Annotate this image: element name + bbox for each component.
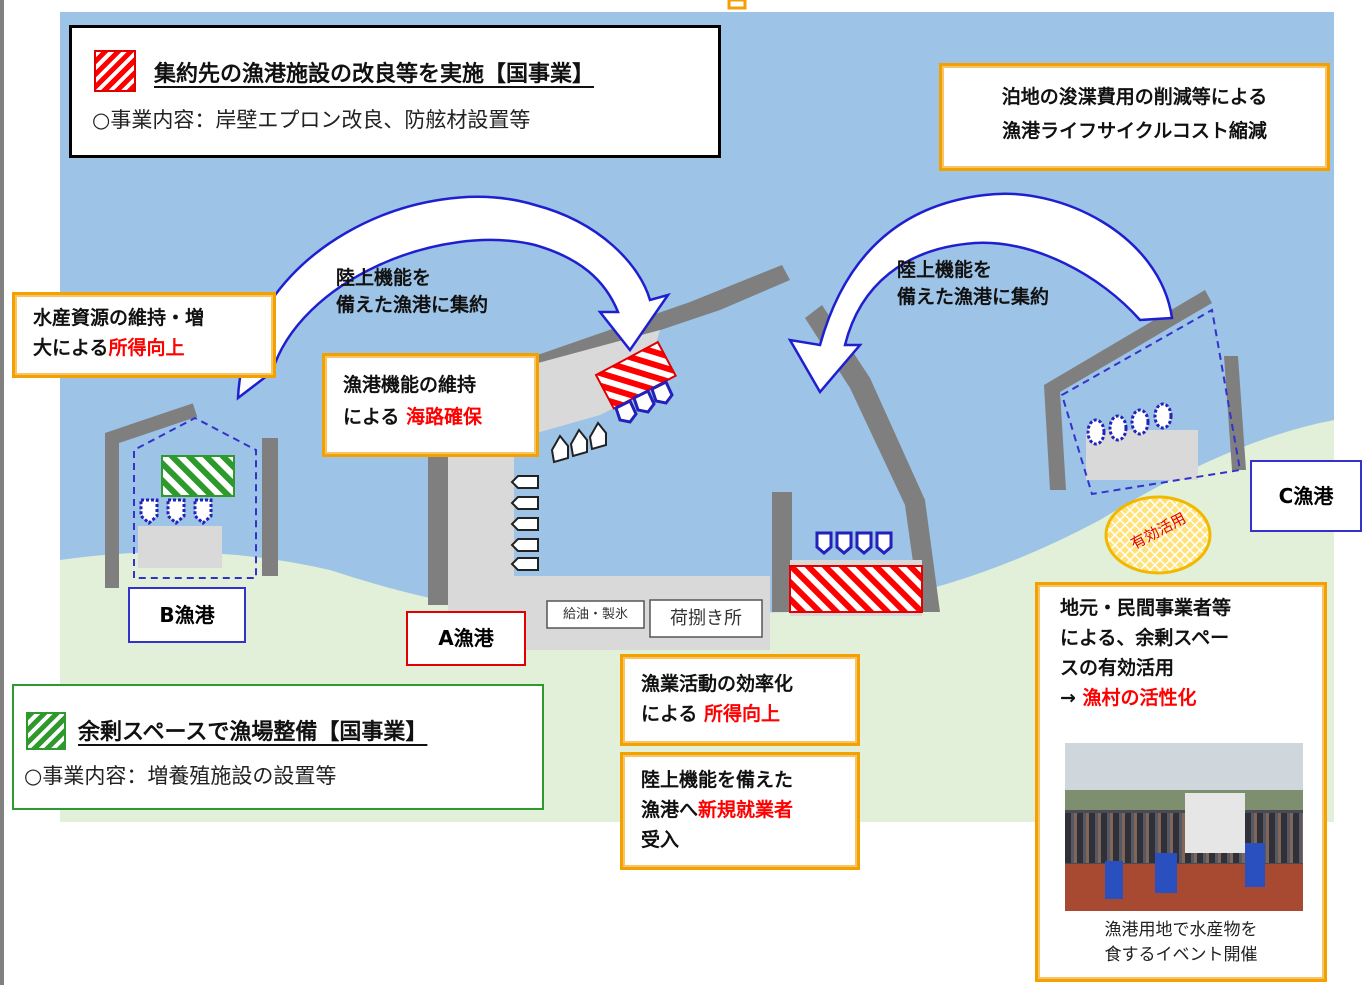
- legend-red-box: 集約先の漁港施設の改良等を実施【国事業】 ○事業内容：岸壁エプロン改良、防舷材設…: [69, 25, 721, 158]
- handling-label: 荷捌き所: [670, 608, 742, 629]
- arrow-right-label: 陸上機能を 備えた漁港に集約: [897, 257, 1049, 311]
- sea-route-line1: 漁港機能の維持: [343, 374, 477, 396]
- lifecycle-line2: 漁港ライフサイクルコスト縮減: [1002, 120, 1267, 142]
- red-hatch-swatch: [94, 50, 136, 92]
- fishery-resources-line2a: 大による: [33, 337, 109, 359]
- efficiency-line2a: による: [641, 703, 705, 725]
- green-hatch-swatch: [26, 712, 66, 750]
- c-port-breakwater: [1044, 290, 1212, 490]
- event-caption-line2: 食するイベント開催: [1104, 945, 1258, 965]
- newcomers-line1: 陸上機能を備えた: [641, 769, 794, 791]
- effective-use-area: [1104, 495, 1212, 575]
- fishery-resources-box: 水産資源の維持・増 大による所得向上: [12, 292, 276, 378]
- b-port-quay: [138, 526, 222, 568]
- legend-red-detail: ○事業内容：岸壁エプロン改良、防舷材設置等: [92, 108, 531, 132]
- arrow-left-line1: 陸上機能を: [336, 267, 432, 289]
- local-use-line4a: →: [1060, 687, 1083, 709]
- local-use-line1: 地元・民間事業者等: [1060, 597, 1232, 619]
- port-b-label: B漁港: [128, 587, 246, 643]
- newcomers-line2a: 漁港へ: [641, 799, 699, 821]
- port-c-label: C漁港: [1250, 460, 1362, 532]
- local-use-line4b: 漁村の活性化: [1082, 687, 1197, 709]
- a-port-boats-east: [815, 531, 893, 555]
- newcomers-line3: 受入: [641, 829, 680, 851]
- c-port-quay: [1086, 430, 1198, 480]
- a-port-west-breakwater: [428, 455, 448, 605]
- a-port-east-breakwater: [805, 305, 940, 612]
- b-port-breakwater: [105, 403, 198, 588]
- a-port-quay: [448, 440, 770, 650]
- fuel-ice-building: [546, 600, 645, 629]
- event-caption-line1: 漁港用地で水産物を: [1104, 920, 1258, 940]
- efficiency-line1: 漁業活動の効率化: [641, 673, 794, 695]
- arrow-right-line2: 備えた漁港に集約: [897, 286, 1050, 308]
- arrow-left-label: 陸上機能を 備えた漁港に集約: [336, 265, 488, 319]
- a-port-boats-moored: [510, 421, 607, 571]
- b-port-green-hatch: [161, 455, 235, 497]
- arrow-left-line2: 備えた漁港に集約: [336, 294, 489, 316]
- newcomers-box: 陸上機能を備えた 漁港へ新規就業者 受入: [620, 752, 860, 870]
- legend-green-title: 余剰スペースで漁場整備【国事業】: [78, 720, 428, 745]
- lifecycle-box: 泊地の浚渫費用の削減等による 漁港ライフサイクルコスト縮減: [939, 63, 1330, 171]
- local-use-line2: による、余剰スペー: [1060, 627, 1230, 649]
- local-use-line3: スの有効活用: [1060, 657, 1175, 679]
- arrow-b-to-a: [236, 195, 671, 401]
- local-use-box: 地元・民間事業者等 による、余剰スペー スの有効活用 → 漁村の活性化 漁港用地…: [1035, 582, 1327, 982]
- arrow-c-to-a: [787, 192, 1174, 395]
- fishery-resources-line1: 水産資源の維持・増: [33, 307, 205, 329]
- a-port-east-red-hatch: [789, 565, 923, 613]
- sea-route-box: 漁港機能の維持 による 海路確保: [322, 353, 539, 457]
- fishery-resources-line2b: 所得向上: [108, 337, 185, 359]
- port-a-label: A漁港: [406, 611, 526, 666]
- handling-building: [649, 599, 763, 638]
- newcomers-line2b: 新規就業者: [698, 799, 794, 821]
- sea-route-line2b: 海路確保: [406, 406, 483, 428]
- sea-route-line2a: による: [343, 406, 407, 428]
- legend-green-box: 余剰スペースで漁場整備【国事業】 ○事業内容：増養殖施設の設置等: [12, 684, 544, 810]
- c-port-boats: [1086, 402, 1173, 446]
- legend-red-title: 集約先の漁港施設の改良等を実施【国事業】: [154, 62, 595, 87]
- fuel-ice-label: 給油・製氷: [562, 607, 628, 622]
- a-port-boats-north: [614, 379, 674, 424]
- arrow-right-line1: 陸上機能を: [897, 259, 993, 281]
- lifecycle-line1: 泊地の浚渫費用の削減等による: [1001, 86, 1268, 108]
- efficiency-line2b: 所得向上: [704, 703, 781, 725]
- legend-green-detail: ○事業内容：増養殖施設の設置等: [24, 764, 337, 788]
- b-port-boats: [139, 498, 213, 525]
- efficiency-box: 漁業活動の効率化 による 所得向上: [620, 654, 860, 746]
- event-photo: [1065, 743, 1303, 911]
